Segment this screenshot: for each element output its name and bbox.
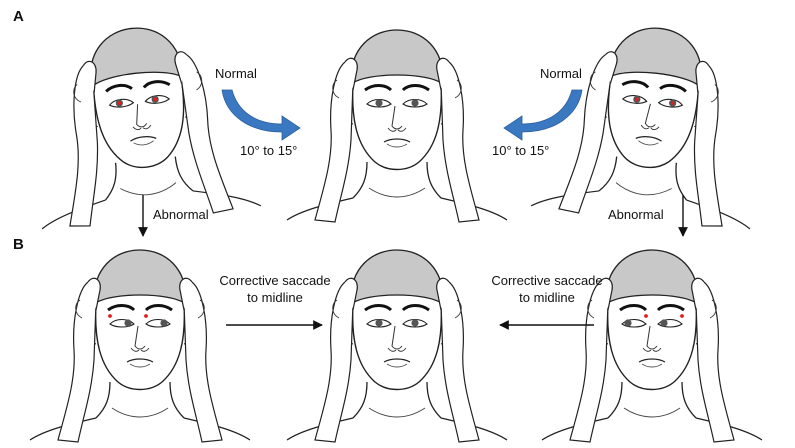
gaze-dot xyxy=(108,314,112,318)
saccade-label-left-line2: to midline xyxy=(210,289,340,306)
saccade-label-right-line1: Corrective saccade xyxy=(482,272,612,289)
iris-right xyxy=(411,319,418,326)
panel-label-b: B xyxy=(13,236,24,253)
panel-label-a: A xyxy=(13,8,24,25)
iris-left xyxy=(375,319,382,326)
abnormal-label-right: Abnormal xyxy=(608,207,664,223)
rotation-arrow-right xyxy=(504,90,582,140)
normal-label-left: Normal xyxy=(215,66,257,82)
abnormal-label-left: Abnormal xyxy=(153,207,209,223)
gaze-dot xyxy=(644,314,648,318)
angle-label-right: 10° to 15° xyxy=(492,143,549,159)
gaze-dot xyxy=(680,314,684,318)
saccade-label-right: Corrective saccade to midline xyxy=(482,272,612,306)
head-a-left xyxy=(22,17,261,231)
saccade-label-left: Corrective saccade to midline xyxy=(210,272,340,306)
head-a-center xyxy=(287,30,507,222)
rotation-arrow-left xyxy=(222,90,300,140)
angle-label-left: 10° to 15° xyxy=(240,143,297,159)
iris-left xyxy=(624,319,631,326)
normal-label-right: Normal xyxy=(540,66,582,82)
saccade-label-right-line2: to midline xyxy=(482,289,612,306)
iris-right xyxy=(660,319,667,326)
saccade-label-left-line1: Corrective saccade xyxy=(210,272,340,289)
iris-right xyxy=(411,99,418,106)
head-a-right xyxy=(531,17,770,231)
iris-right xyxy=(160,319,167,326)
iris-left xyxy=(124,319,131,326)
gaze-dot xyxy=(144,314,148,318)
iris-left xyxy=(375,99,382,106)
